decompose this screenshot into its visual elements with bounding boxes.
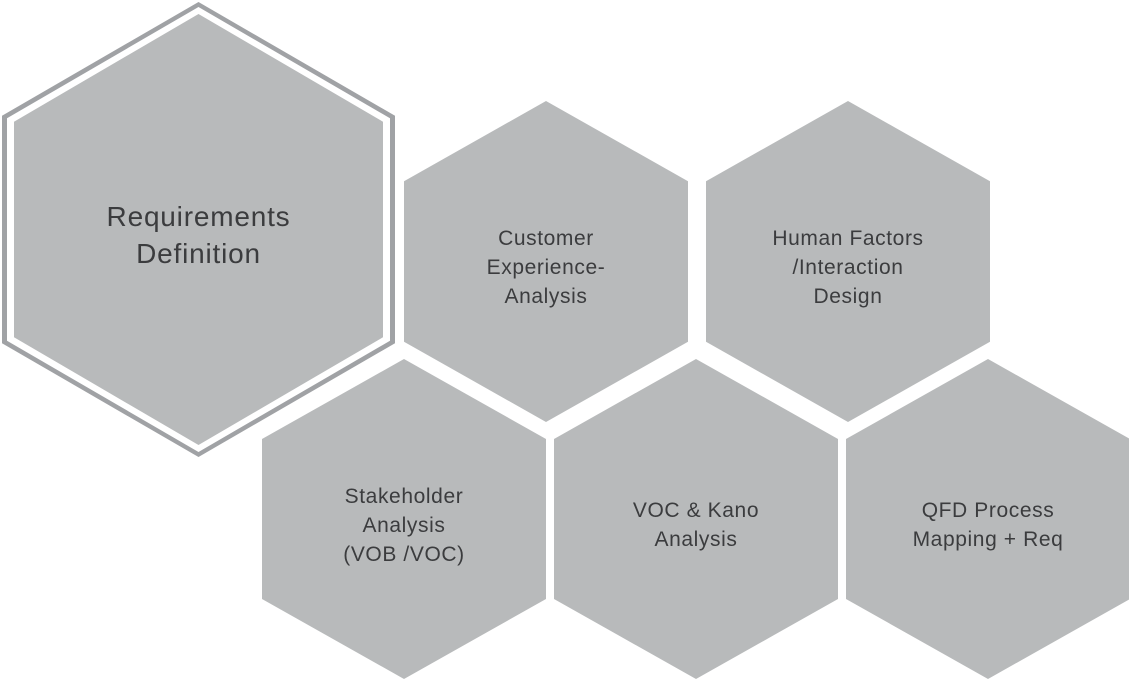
hexagon-qfd-process-mapping: QFD Process Mapping + Req xyxy=(846,359,1129,679)
hexagon-label: VOC & Kano Analysis xyxy=(632,499,760,551)
hexagon-label: Customer Experience- Analysis xyxy=(486,227,606,308)
hexagon-requirements-definition: Requirements Definition xyxy=(2,2,395,457)
hexagon-label: Human Factors /Interaction Design xyxy=(772,227,924,308)
hexagon-label: Stakeholder Analysis (VOB /VOC) xyxy=(343,484,465,566)
hexagon-stakeholder-analysis: Stakeholder Analysis (VOB /VOC) xyxy=(262,359,546,679)
hexagon-label: Requirements Definition xyxy=(106,200,291,269)
hexagon-customer-experience-analysis: Customer Experience- Analysis xyxy=(404,101,688,422)
hexagon-voc-kano-analysis: VOC & Kano Analysis xyxy=(554,359,838,679)
hexagon-human-factors-interaction-design: Human Factors /Interaction Design xyxy=(706,101,990,422)
hexagon-shape xyxy=(14,14,383,445)
hexagon-label: QFD Process Mapping + Req xyxy=(912,499,1064,551)
